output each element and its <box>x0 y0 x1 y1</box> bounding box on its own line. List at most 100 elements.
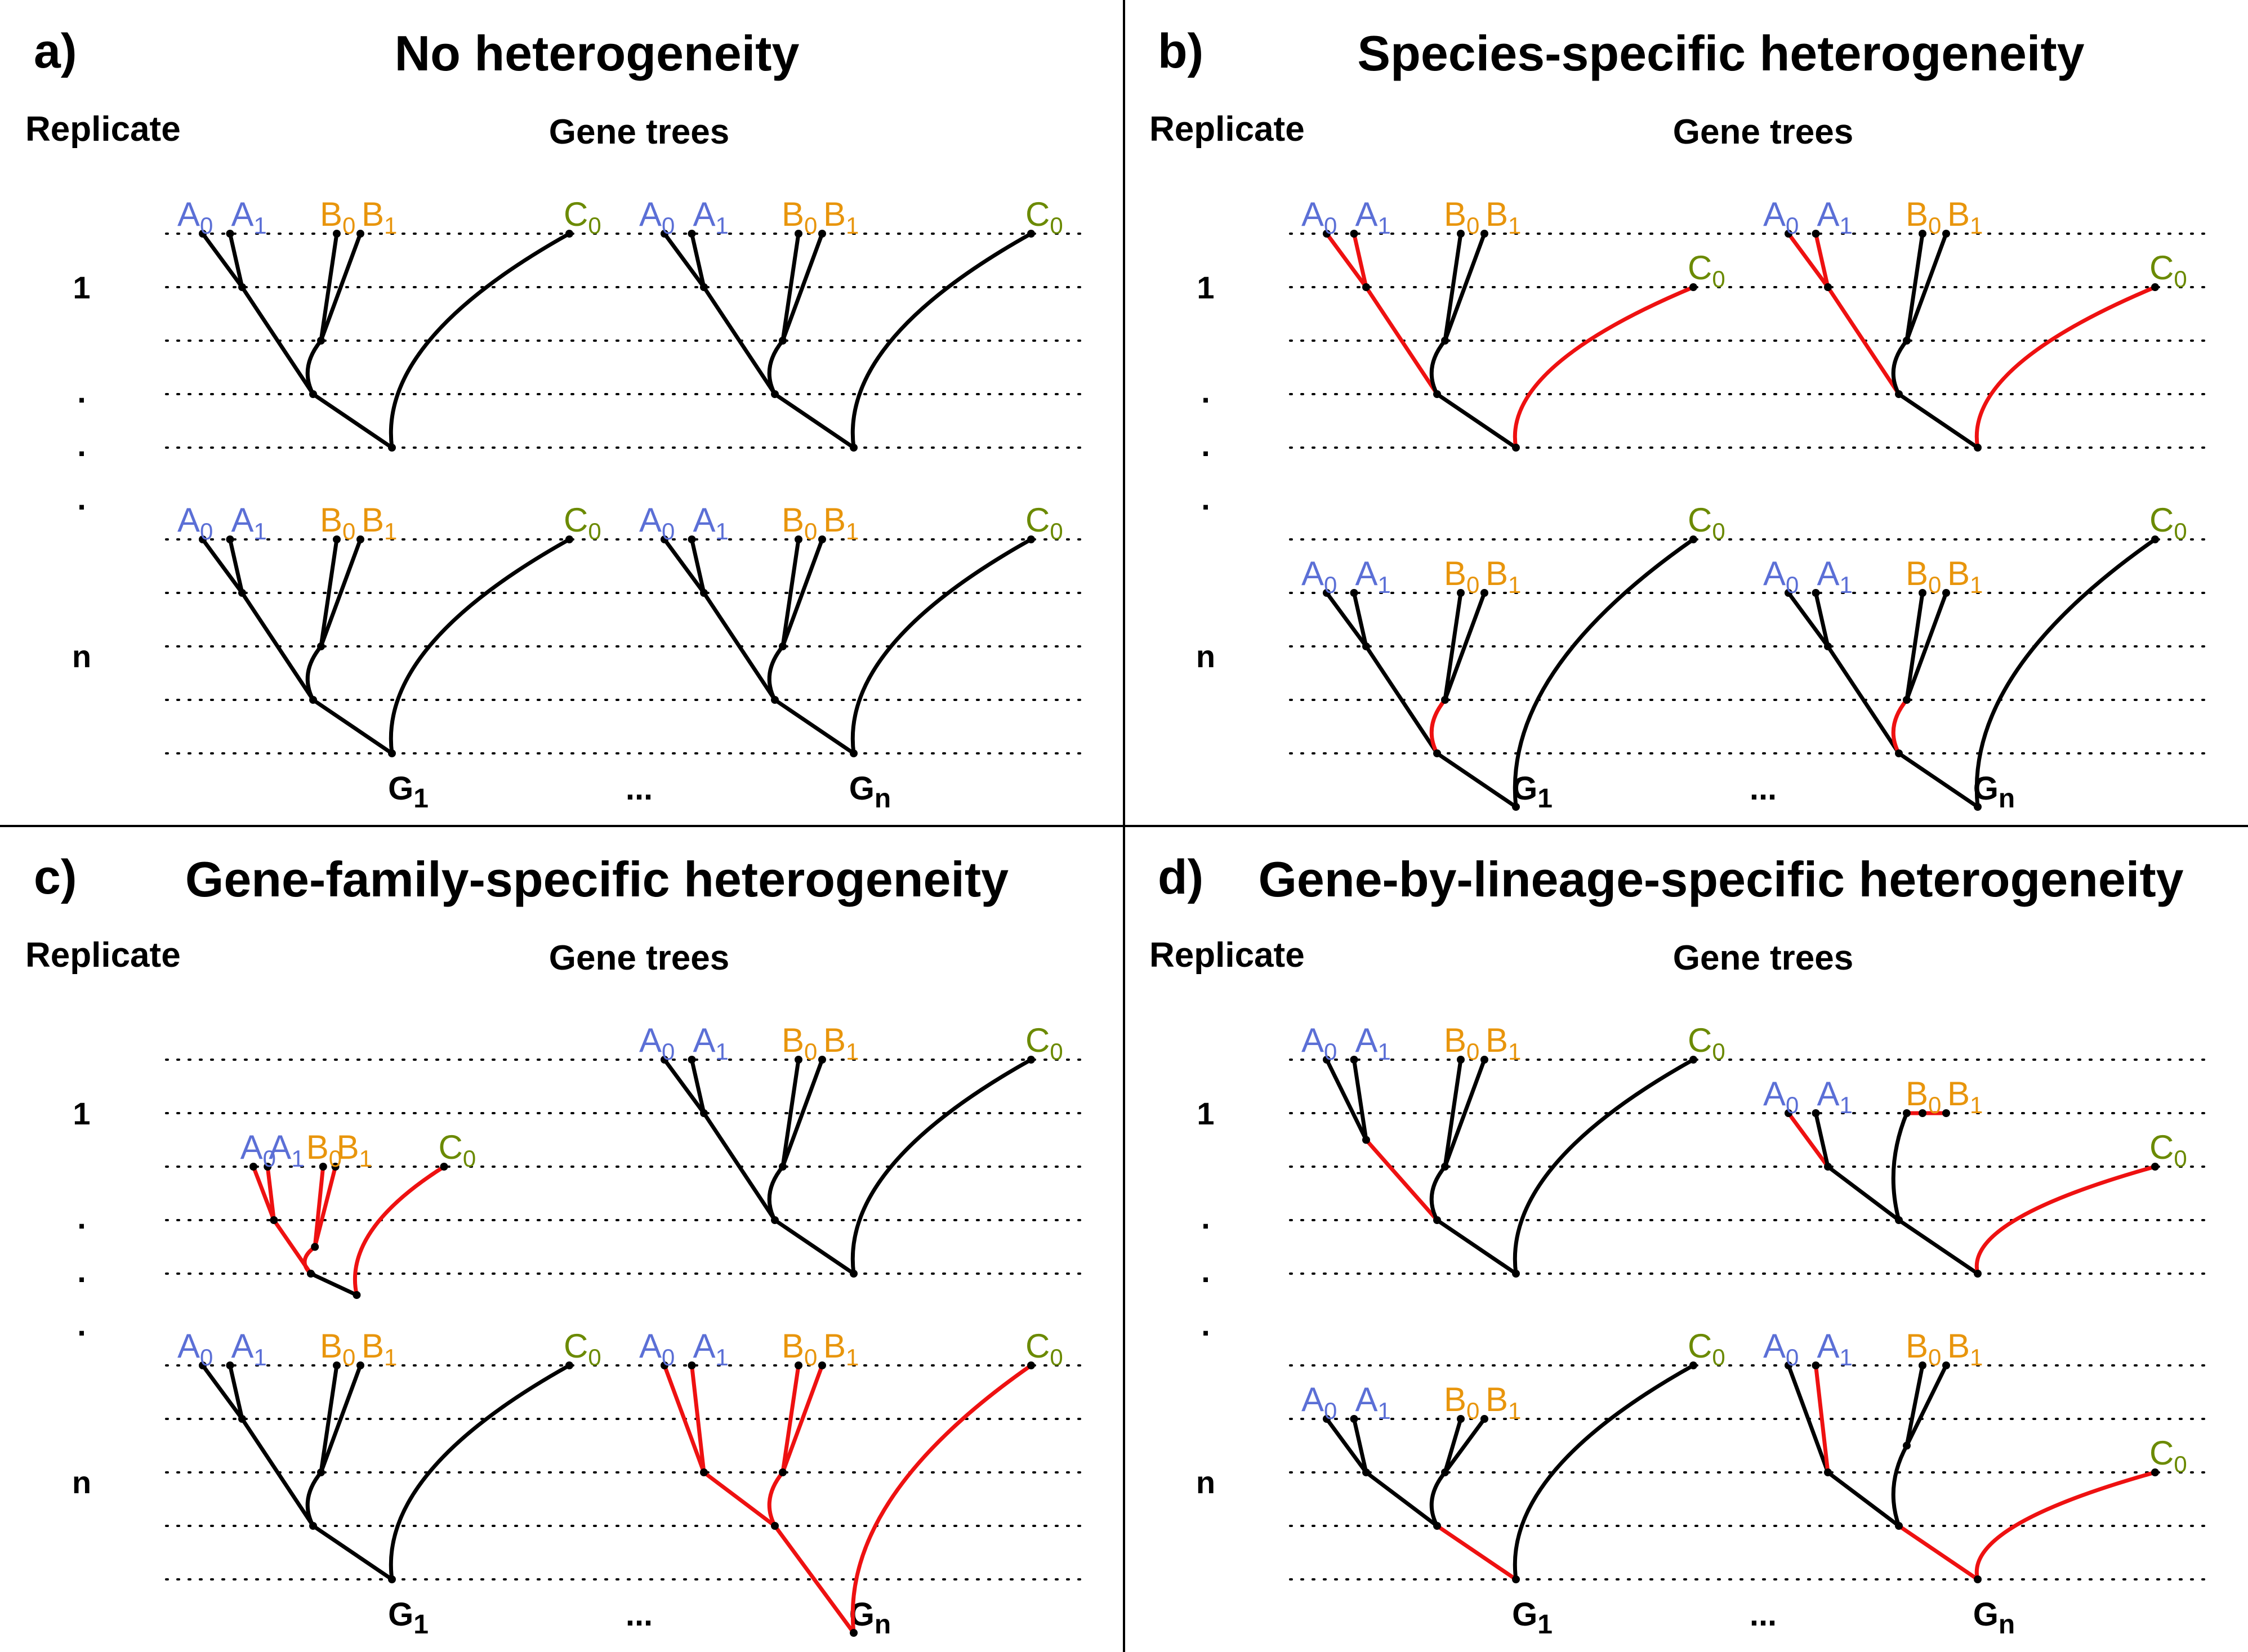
replicate-label: . <box>1201 481 1210 516</box>
taxon-label: B1 <box>1947 555 1983 598</box>
branch-a0 <box>1786 1363 1830 1475</box>
tree-node <box>1433 1522 1441 1530</box>
tree-node <box>1824 642 1832 650</box>
replicate-header: Replicate <box>1149 110 1305 149</box>
tree-node <box>309 1522 317 1530</box>
tree-node <box>1785 230 1792 238</box>
tree-node <box>1903 1109 1911 1117</box>
branch-c0 <box>1974 285 2157 450</box>
branch-a1 <box>690 1057 706 1115</box>
branch-b1 <box>313 1164 338 1249</box>
taxon-label: A1 <box>231 1327 267 1370</box>
branch-a-ancestor <box>1364 285 1439 396</box>
tree-node <box>317 1468 325 1476</box>
branch-a-ancestor <box>240 285 315 396</box>
taxon-label: A0 <box>177 195 213 239</box>
branch-ab-ancestor <box>773 1524 856 1635</box>
tree-node <box>317 337 325 345</box>
taxon-label: A1 <box>231 501 267 544</box>
branch-b0 <box>780 1363 801 1475</box>
tree-node <box>565 230 573 238</box>
branch-b0 <box>319 1363 339 1475</box>
taxon-label: C0 <box>2149 1128 2187 1172</box>
gene-tree-label: G1 <box>1512 1596 1553 1640</box>
gene-tree-label: Gn <box>1973 1596 2015 1640</box>
taxon-label: B1 <box>823 501 859 544</box>
branch-b0 <box>1443 1417 1463 1475</box>
panel-title: Gene-by-lineage-specific heterogeneity <box>1258 851 2183 907</box>
tree-node <box>1512 803 1520 811</box>
taxon-label: A1 <box>1817 195 1853 239</box>
tree-node <box>1457 1415 1465 1423</box>
branch-ab-ancestor <box>1435 1524 1518 1582</box>
tree-node <box>1689 1056 1697 1064</box>
branch-a0 <box>1324 1417 1368 1475</box>
branch-a0 <box>662 1363 706 1475</box>
branch-c0 <box>1974 1164 2157 1276</box>
taxon-label: B0 <box>1444 195 1479 239</box>
taxon-label: A0 <box>639 501 675 544</box>
tree-node <box>661 535 668 543</box>
branch-a0 <box>1324 591 1368 649</box>
tree-node <box>1027 1056 1035 1064</box>
tree-node <box>1824 1163 1832 1171</box>
tree-node <box>818 1056 826 1064</box>
taxon-label: B0 <box>320 1327 355 1370</box>
replicate-label: n <box>1196 639 1215 674</box>
tree-node <box>688 230 696 238</box>
branch-b-ancestor <box>305 338 323 396</box>
branch-a-ancestor <box>1826 1470 1901 1528</box>
tree-node <box>1433 1216 1441 1224</box>
taxon-label: B0 <box>306 1128 342 1172</box>
tree-node <box>795 1056 802 1064</box>
tree-node <box>1027 535 1035 543</box>
taxon-label: A0 <box>1763 1327 1799 1370</box>
branch-b-ancestor <box>1429 1164 1447 1222</box>
taxon-label: B1 <box>823 1021 859 1065</box>
branch-c0 <box>353 1164 447 1297</box>
branch-a0 <box>662 537 706 595</box>
branch-a-ancestor <box>1826 644 1901 756</box>
taxon-label: B0 <box>320 501 355 544</box>
branch-c0 <box>389 231 572 450</box>
taxon-label: B0 <box>782 195 817 239</box>
panel-b: b)Species-specific heterogeneityReplicat… <box>1149 24 2212 814</box>
branch-ab-ancestor <box>311 698 394 756</box>
branch-b0 <box>1443 591 1463 702</box>
replicate-label: . <box>77 1200 86 1235</box>
taxon-label: A0 <box>1763 1075 1799 1118</box>
branch-b0 <box>780 1057 801 1169</box>
replicate-label: . <box>1201 374 1210 409</box>
tree-node <box>818 1361 826 1369</box>
tree-node <box>779 337 787 345</box>
tree-node <box>818 535 826 543</box>
branch-b-ancestor <box>767 1164 785 1222</box>
branch-c0 <box>1513 1363 1696 1582</box>
branch-ab-ancestor <box>311 1524 394 1582</box>
tree-node <box>306 1270 315 1278</box>
branch-a0 <box>662 1057 706 1115</box>
branch-b-ancestor <box>1891 1111 1909 1222</box>
taxon-label: B0 <box>1906 1075 1941 1118</box>
tree-node <box>1895 749 1903 757</box>
taxon-label: A0 <box>639 195 675 239</box>
tree-node <box>333 1361 341 1369</box>
tree-node <box>2151 1163 2159 1171</box>
branch-a1 <box>1352 231 1368 289</box>
branch-ab-ancestor <box>773 1218 856 1276</box>
tree-node <box>1919 1361 1926 1369</box>
replicate-label: 1 <box>1197 270 1214 305</box>
tree-node <box>1812 1361 1820 1369</box>
branch-a-ancestor <box>1364 1470 1439 1528</box>
taxon-label: B0 <box>782 501 817 544</box>
branch-b-ancestor <box>305 1470 323 1528</box>
gene-trees-header: Gene trees <box>1673 939 1854 977</box>
branch-b0 <box>780 537 801 649</box>
taxon-label: B1 <box>337 1128 372 1172</box>
branch-a1 <box>1352 1057 1368 1142</box>
taxon-label: C0 <box>564 501 601 544</box>
branch-b1 <box>1443 591 1487 702</box>
